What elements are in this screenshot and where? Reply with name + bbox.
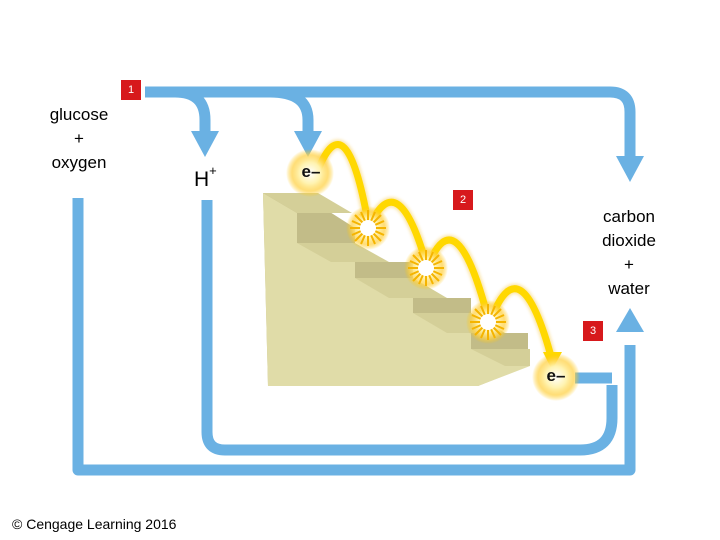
proton-label: H+	[194, 163, 217, 192]
hplus-return-arrow	[201, 200, 618, 456]
energy-staircase	[263, 193, 530, 386]
products-arrow-head	[616, 156, 644, 182]
electron-glow-top	[286, 149, 334, 197]
step-badge-2: 2	[453, 190, 473, 210]
reactant-plus: +	[74, 129, 84, 148]
electron-label-bottom: e–	[546, 366, 566, 385]
product-plus: +	[624, 255, 634, 274]
top-arrow-to-products	[145, 86, 636, 158]
glucose-loop-arrow	[72, 198, 636, 476]
proton-symbol: H	[194, 168, 210, 191]
branch-to-hplus	[174, 86, 211, 133]
proton-charge: +	[209, 163, 217, 178]
energy-release-bursts	[346, 206, 510, 344]
product-water: water	[608, 279, 650, 298]
reactant-glucose: glucose	[49, 105, 109, 124]
electron-glow-bottom	[532, 353, 580, 401]
reactants-label: glucose + oxygen	[30, 103, 128, 175]
water-up-arrow-head	[616, 308, 644, 332]
hplus-arrow-head	[191, 131, 219, 157]
product-dioxide: dioxide	[602, 231, 656, 250]
copyright-notice: © Cengage Learning 2016	[12, 516, 177, 532]
step-badge-3: 3	[583, 321, 603, 341]
product-carbon: carbon	[603, 207, 655, 226]
flow-arrows	[72, 86, 636, 476]
electron-label-top: e–	[301, 162, 321, 181]
energy-burst-icon	[404, 246, 448, 290]
energy-burst-icon	[346, 206, 390, 250]
step-badge-1: 1	[121, 80, 141, 100]
branch-to-electron	[269, 86, 314, 133]
arrow-heads	[191, 131, 644, 332]
reactant-oxygen: oxygen	[51, 153, 107, 172]
products-label: carbon dioxide + water	[585, 205, 673, 301]
energy-burst-icon	[466, 300, 510, 344]
electron-arrow-head	[294, 131, 322, 157]
